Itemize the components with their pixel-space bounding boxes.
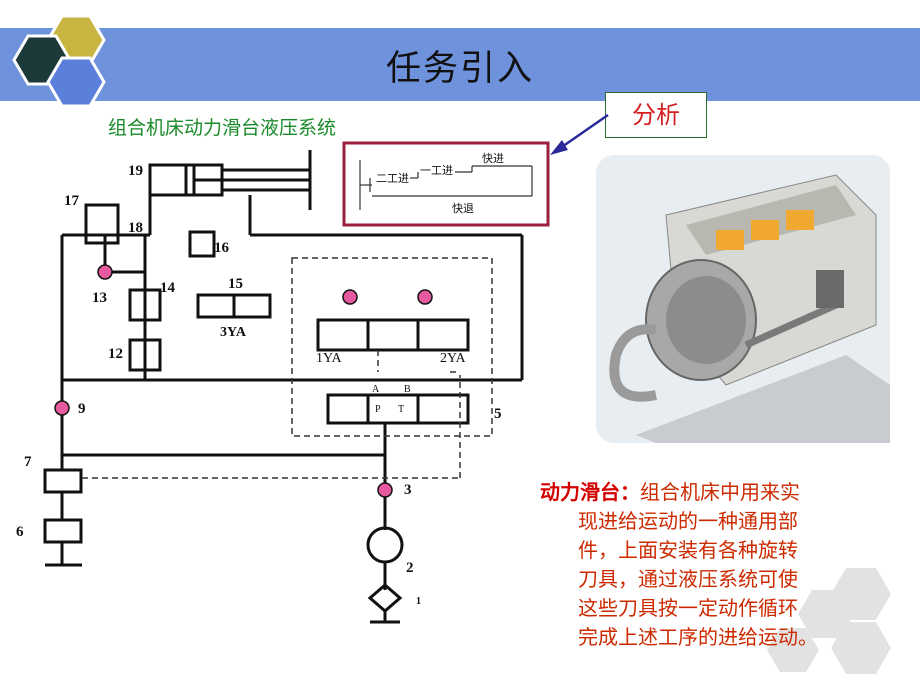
- label-12: 12: [108, 346, 123, 362]
- check-valve-3: [377, 482, 393, 498]
- solenoid-2ya: 2YA: [440, 351, 467, 366]
- work-cycle-box: 快进 一工进 二工进 快退: [342, 141, 550, 227]
- port-b: B: [404, 384, 411, 395]
- solenoid-1ya: 1YA: [316, 351, 343, 366]
- header-band: [0, 28, 920, 101]
- page-title: 任务引入: [385, 49, 534, 89]
- description-line-3: 件，上面安装有各种旋转: [578, 538, 798, 562]
- label-17: 17: [64, 193, 80, 209]
- check-valve-9: [54, 400, 70, 416]
- power-slide-photo: [596, 155, 890, 443]
- label-15: 16: [214, 240, 230, 256]
- cycle-fast-return: 快退: [452, 202, 474, 215]
- grey-hexagon-decor: [767, 568, 891, 674]
- diagram-subtitle: 组合机床动力滑台液压系统: [108, 117, 337, 139]
- cycle-first-feed: 一工进: [420, 164, 453, 177]
- description-line-5: 这些刀具按一定动作循环: [578, 596, 798, 620]
- label-18: 18: [128, 220, 143, 236]
- description-term: 动力滑台：: [540, 480, 640, 504]
- analysis-label-box[interactable]: 分析: [605, 92, 707, 138]
- label-6: 6: [16, 524, 24, 540]
- port-a: A: [372, 384, 380, 395]
- description-line-4: 刀具，通过液压系统可使: [578, 567, 798, 591]
- description-line-1: 动力滑台：组合机床中用来实: [540, 480, 800, 504]
- pointer-arrow: [550, 113, 609, 155]
- label-13: 14: [160, 280, 176, 296]
- label-3: 3: [404, 482, 412, 498]
- label-2: 2: [406, 560, 414, 576]
- description-line-6: 完成上述工序的进给运动。: [578, 625, 818, 649]
- cycle-fast-forward: 快进: [482, 152, 504, 165]
- description-line-2: 现进给运动的一种通用部: [578, 509, 798, 533]
- port-t: T: [398, 404, 404, 415]
- cycle-second-feed: 二工进: [376, 172, 409, 185]
- label-5: 5: [494, 406, 502, 422]
- port-p: P: [375, 404, 381, 415]
- label-1: 1: [416, 596, 421, 607]
- solenoid-3ya: 3YA: [220, 325, 247, 340]
- check-valve-16: [97, 264, 113, 280]
- label-14: 15: [228, 276, 243, 292]
- label-16: 13: [92, 290, 107, 306]
- label-9: 9: [78, 401, 86, 417]
- description-text: 动力滑台：组合机床中用来实 现进给运动的一种通用部 件，上面安装有各种旋转 刀具…: [540, 478, 890, 652]
- hexagon-logo: [12, 14, 106, 108]
- label-7: 7: [24, 454, 32, 470]
- label-19: 19: [128, 163, 143, 179]
